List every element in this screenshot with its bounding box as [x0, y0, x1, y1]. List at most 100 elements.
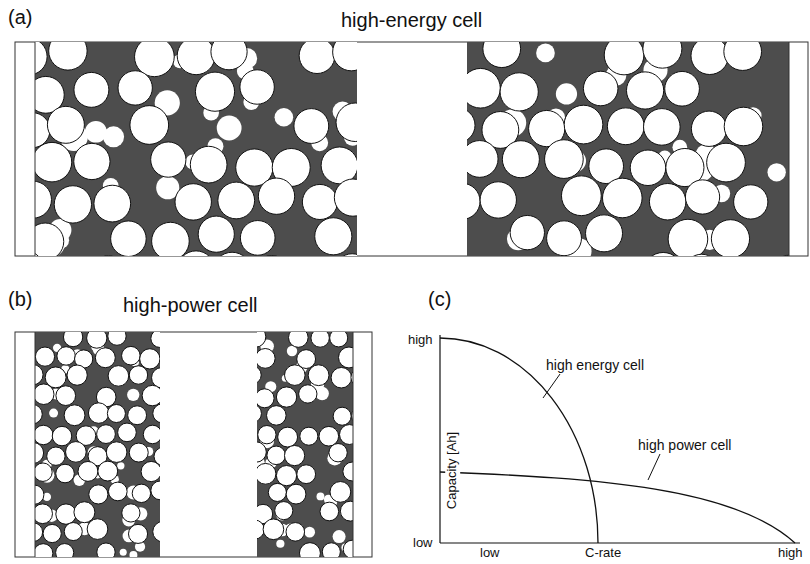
pore: [120, 549, 127, 556]
active-particle: [95, 348, 115, 368]
axis-tick-label: high: [408, 333, 433, 348]
active-particle: [108, 332, 126, 345]
active-particle: [128, 524, 147, 543]
active-particle: [129, 366, 147, 384]
active-particle: [132, 484, 150, 502]
active-particle: [107, 404, 125, 422]
active-particle: [151, 481, 160, 500]
active-particle: [467, 141, 498, 178]
active-particle: [66, 442, 87, 463]
active-particle: [299, 543, 320, 557]
active-particle: [88, 403, 108, 423]
active-particle: [335, 254, 357, 256]
active-particle: [668, 219, 708, 256]
pore: [127, 389, 139, 401]
leader-line: [543, 374, 560, 398]
current-collector: [789, 42, 790, 256]
panel-letter: (b): [8, 288, 32, 311]
active-particle: [98, 461, 118, 481]
active-particle: [108, 482, 127, 501]
active-particle: [691, 111, 726, 146]
active-particle: [35, 181, 51, 218]
x-axis: [440, 542, 800, 543]
pore: [117, 462, 124, 469]
electrode: [35, 42, 357, 256]
active-particle: [35, 347, 54, 366]
active-particle: [561, 176, 601, 216]
pore: [304, 527, 315, 538]
active-particle: [106, 442, 127, 463]
active-particle: [483, 42, 521, 68]
active-particle: [278, 427, 298, 447]
active-particle: [74, 143, 110, 179]
active-particle: [89, 485, 108, 504]
active-particle: [129, 443, 148, 462]
active-particle: [289, 332, 309, 347]
active-particle: [329, 444, 347, 462]
active-particle: [286, 523, 305, 542]
active-particle: [94, 185, 131, 222]
active-particle: [603, 178, 643, 218]
active-particle: [644, 109, 681, 146]
active-particle: [57, 347, 75, 365]
electrode: [35, 332, 160, 557]
active-particle: [211, 42, 247, 70]
active-particle: [35, 425, 53, 444]
active-particle: [276, 466, 296, 486]
active-particle: [343, 540, 353, 557]
active-particle: [240, 221, 275, 256]
active-particle: [130, 106, 169, 145]
active-particle: [294, 109, 329, 144]
active-particle: [308, 365, 329, 386]
active-particle: [333, 42, 357, 71]
active-particle: [67, 365, 87, 385]
panel-letter: (c): [428, 288, 451, 311]
active-particle: [35, 523, 43, 542]
active-particle: [276, 387, 296, 407]
active-particle: [257, 349, 275, 369]
active-particle: [502, 141, 539, 178]
active-particle: [263, 519, 284, 540]
panel-title: high-energy cell: [341, 9, 482, 32]
axis-tick-label: low: [413, 536, 433, 551]
active-particle: [151, 142, 186, 177]
active-particle: [297, 465, 316, 484]
active-particle: [190, 146, 227, 183]
axis-title: Capacity [Ah]: [445, 430, 460, 511]
active-particle: [64, 523, 82, 541]
active-particle: [118, 423, 137, 442]
active-particle: [35, 42, 47, 75]
active-particle: [35, 384, 54, 405]
active-particle: [213, 252, 251, 256]
active-particle: [547, 221, 582, 256]
pore: [333, 530, 346, 543]
active-particle: [74, 72, 109, 107]
cell-frame: [15, 332, 372, 557]
active-particle: [275, 502, 293, 520]
current-collector: [353, 332, 354, 557]
active-particle: [78, 461, 98, 481]
active-particle: [257, 332, 266, 347]
active-particle: [343, 462, 353, 481]
active-particle: [319, 426, 339, 446]
active-particle: [685, 180, 719, 214]
axis-tick-label: low: [480, 546, 500, 561]
power-curve: [440, 472, 795, 543]
binder: [35, 332, 160, 557]
active-particle: [604, 42, 644, 75]
y-axis: [439, 335, 440, 543]
active-particle: [257, 463, 276, 484]
current-collector: [35, 332, 36, 557]
active-particle: [111, 221, 147, 256]
active-particle: [56, 386, 76, 406]
active-particle: [177, 251, 214, 256]
active-particle: [340, 425, 353, 445]
active-particle: [141, 461, 160, 481]
active-particle: [252, 256, 291, 257]
active-particle: [97, 543, 115, 557]
panel-letter: (a): [8, 6, 32, 29]
active-particle: [240, 70, 274, 104]
active-particle: [311, 332, 329, 347]
active-particle: [63, 332, 82, 347]
pore: [49, 409, 58, 418]
